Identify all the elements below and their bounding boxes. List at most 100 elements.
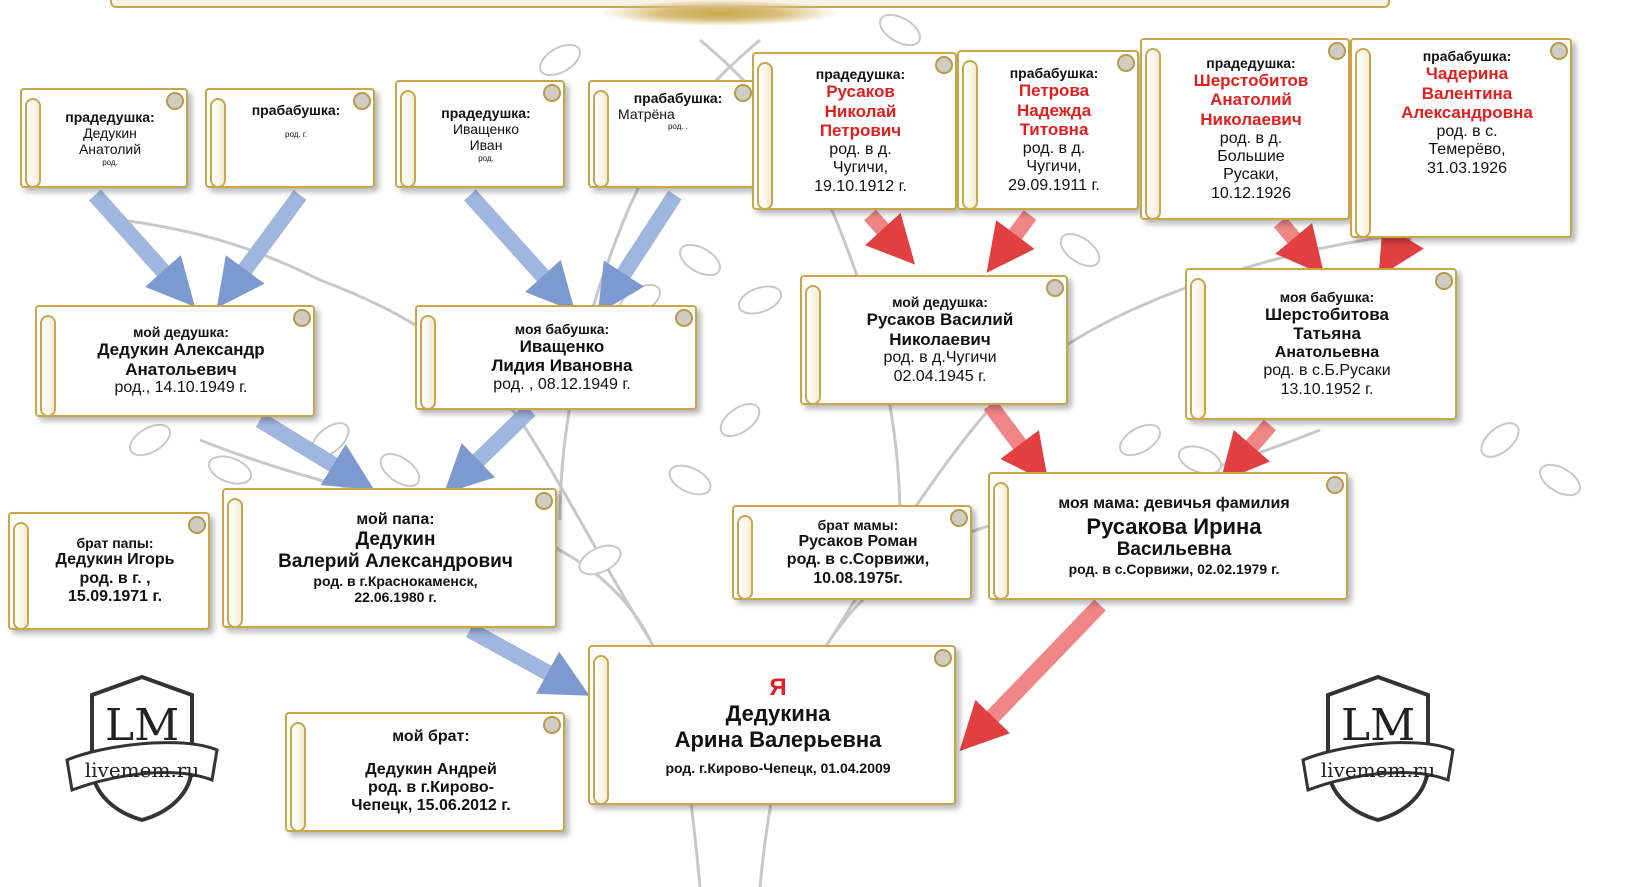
card-name: Анатолий [1210, 90, 1292, 110]
card-line: Иван [469, 137, 503, 154]
card-label: мой папа: [356, 510, 435, 528]
card-note: род. [102, 157, 118, 167]
card-brother: мой брат: Дедукин Андрей род. в г.Кирово… [285, 712, 565, 832]
card-grandfather-maternal: мой дедушка: Русаков Василий Николаевич … [800, 275, 1068, 405]
card-great-grandmother-maternal-2: прабабушка: Чадерина Валентина Александр… [1350, 38, 1572, 238]
card-note: род. [478, 153, 494, 163]
card-info: Чугичи, [1026, 158, 1082, 176]
arrow-red [983, 400, 1049, 483]
card-name: Анатольевич [125, 359, 237, 379]
card-name: Валерий Александрович [278, 551, 513, 573]
card-info: 19.10.1912 г. [814, 177, 907, 195]
card-line: род. в с.Сорвижи, [786, 551, 930, 569]
card-line: Анатолий [78, 141, 142, 158]
card-line: 15.09.1971 г. [67, 588, 163, 606]
arrow-red [959, 599, 1106, 752]
arrow-red [1273, 216, 1325, 276]
card-info: род. в д. [1022, 139, 1086, 157]
card-line: Дедукин [83, 125, 137, 142]
card-great-grandfather-paternal-1: прадедушка: Дедукин Анатолий род. [20, 88, 188, 188]
card-info: Темерёво, [1428, 141, 1506, 159]
card-line: Чепецк, 15.06.2012 г. [351, 797, 511, 815]
card-info: 22.06.1980 г. [354, 589, 437, 606]
card-name: Александровна [1401, 103, 1533, 123]
card-info: род., 14.10.1949 г. [114, 379, 248, 397]
card-info: 13.10.1952 г. [1280, 380, 1374, 398]
card-name: Титовна [1019, 120, 1089, 140]
card-name: Николаевич [889, 329, 991, 349]
card-line: род. в г. , [79, 569, 151, 587]
card-great-grandmother-paternal-1: прабабушка: род. г. [205, 88, 375, 188]
livemem-logo: LM livemem.ru [1301, 674, 1455, 823]
card-grandfather-paternal: мой дедушка: Дедукин Александр Анатольев… [35, 305, 315, 417]
card-line: род. в г.Кирово- [367, 779, 495, 796]
card-name: Шерстобитова [1265, 304, 1389, 324]
card-name: Петрович [819, 121, 902, 141]
card-grandmother-paternal: моя бабушка: Иващенко Лидия Ивановна род… [415, 305, 697, 410]
logo-text: livemem.ru [1321, 758, 1436, 782]
card-line: Матрёна [618, 106, 675, 123]
arrow-red [864, 209, 916, 265]
card-info: род. в с. [1436, 122, 1498, 140]
card-name: Васильевна [1116, 538, 1232, 560]
card-great-grandmother-maternal-1: прабабушка: Петрова Надежда Титовна род.… [957, 50, 1139, 210]
card-info: 02.04.1945 г. [893, 367, 987, 385]
card-info: 29.09.1911 г. [1008, 176, 1100, 194]
card-name: Дедукина [725, 701, 831, 727]
arrow-blue [216, 190, 307, 309]
top-ornament [600, 0, 840, 26]
card-info: род. в с.Сорвижи, 02.02.1979 г. [1068, 560, 1280, 577]
card-name: Валентина [1421, 83, 1513, 103]
card-name: Анатольевна [1274, 344, 1380, 361]
card-info: Русаки, [1223, 166, 1279, 184]
card-line: Дедукин Игорь [55, 551, 175, 569]
card-info: 10.12.1926 [1210, 184, 1292, 202]
card-label: прабабушка: [633, 90, 723, 106]
card-label: прабабушка: [1009, 65, 1099, 82]
card-grandmother-maternal: моя бабушка: Шерстобитова Татьяна Анатол… [1185, 268, 1457, 420]
card-great-grandfather-paternal-2: прадедушка: Иващенко Иван род. [395, 80, 565, 188]
card-name: Русакова Ирина [1086, 513, 1262, 539]
card-label: моя мама: девичья фамилия [1058, 495, 1290, 513]
card-label: прадедушка: [815, 66, 906, 83]
card-name: Шерстобитов [1193, 70, 1309, 90]
card-name: Николаевич [1200, 110, 1302, 130]
arrow-blue [443, 404, 536, 494]
arrow-blue [597, 190, 682, 314]
card-info: род. , 08.12.1949 г. [493, 375, 631, 393]
card-label: прадедушка: [65, 109, 155, 126]
arrow-blue [255, 413, 375, 490]
card-me: Я Дедукина Арина Валерьевна род. г.Киров… [588, 645, 956, 805]
card-mother: моя мама: девичья фамилия Русакова Ирина… [988, 472, 1348, 600]
card-label: брат мамы: [817, 516, 899, 533]
card-name: Петрова [1018, 81, 1090, 101]
card-name: Русаков Василий [866, 310, 1014, 330]
card-name: Иващенко [519, 336, 605, 356]
card-great-grandmother-paternal-2: прабабушка: Матрёна род. . [588, 80, 756, 188]
livemem-logo: LM livemem.ru [65, 674, 219, 823]
card-info: 31.03.1926 [1426, 159, 1508, 177]
card-label: моя бабушка: [1279, 288, 1375, 305]
card-info: род. в д. [1219, 129, 1283, 147]
card-line: 10.08.1975г. [813, 569, 903, 587]
card-father: мой папа: Дедукин Валерий Александрович … [222, 488, 557, 628]
card-label: Я [769, 673, 787, 701]
card-name: Арина Валерьевна [674, 726, 882, 752]
arrow-blue [464, 189, 575, 312]
card-name: Лидия Ивановна [491, 356, 633, 376]
card-label: брат папы: [76, 535, 154, 552]
card-info: род. г.Кирово-Чепецк, 01.04.2009 [665, 760, 891, 777]
card-note: род. г. [285, 130, 307, 140]
card-label: прадедушка: [1206, 54, 1296, 71]
card-info: род. в с.Б.Русаки [1263, 362, 1391, 380]
card-name: Надежда [1016, 100, 1092, 120]
card-great-grandfather-maternal-1: прадедушка: Русаков Николай Петрович род… [752, 52, 957, 210]
card-name: Дедукин Александр [97, 340, 265, 360]
card-line: Иващенко [452, 121, 520, 138]
card-label: мой брат: [392, 728, 470, 746]
card-label: прабабушка: [251, 102, 341, 118]
card-label: прабабушка: [1422, 48, 1512, 64]
card-great-grandfather-maternal-2: прадедушка: Шерстобитов Анатолий Николае… [1140, 38, 1350, 220]
card-line: Дедукин Андрей [365, 760, 497, 778]
